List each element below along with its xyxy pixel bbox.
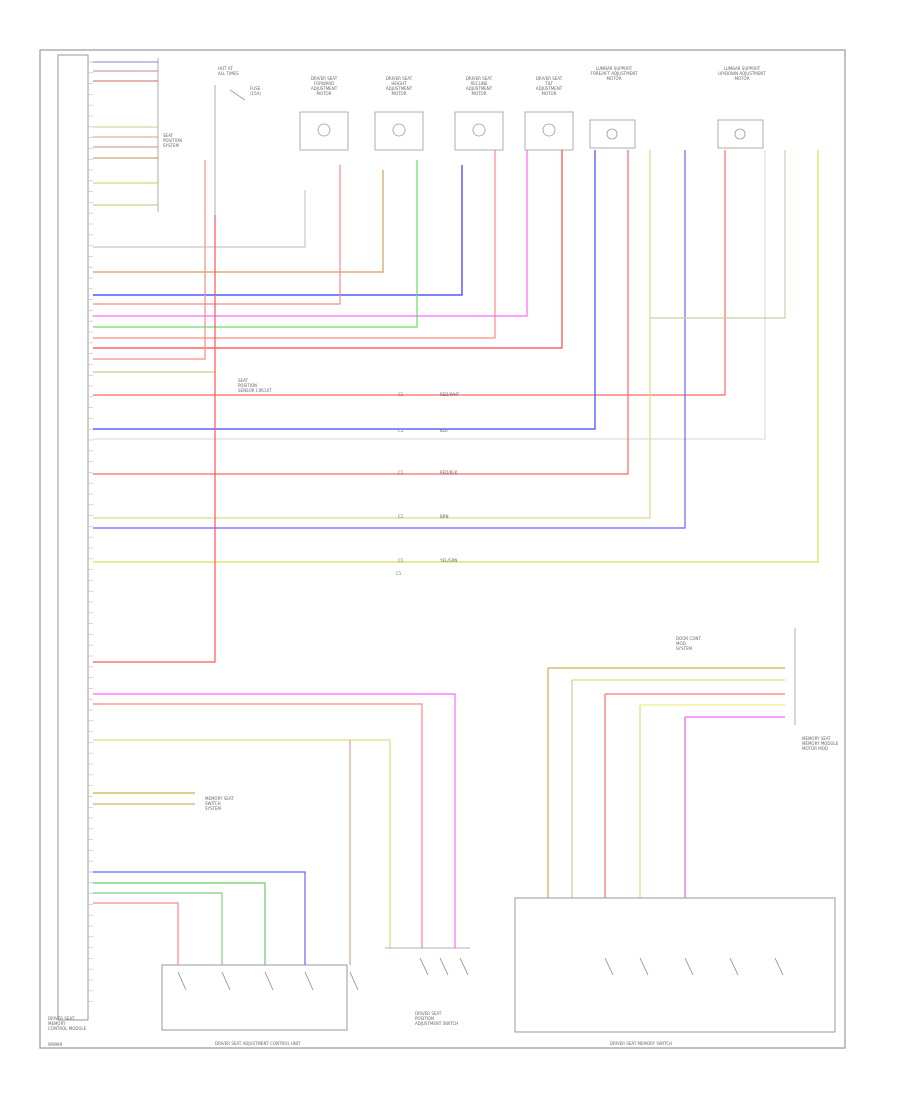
switch-contact [177, 971, 187, 991]
svg-text:C1: C1 [396, 571, 402, 576]
outer-frame [39, 49, 846, 1049]
svg-text:DOOR CONT.MOD.SYSTEM: DOOR CONT.MOD.SYSTEM [676, 636, 702, 651]
svg-text:FUSE(15A): FUSE(15A) [250, 86, 261, 96]
motor-box [589, 119, 636, 149]
switch-contact [729, 957, 739, 976]
svg-text:YEL/GRN: YEL/GRN [439, 558, 457, 563]
bottom-left-component: DRIVER SEAT ADJUSTMENT CONTROL UNIT [215, 1041, 301, 1046]
svg-text:C1: C1 [398, 428, 404, 433]
wire [93, 215, 216, 663]
switch-contact [264, 971, 274, 991]
switch-contact [439, 957, 449, 976]
wire [93, 165, 463, 296]
wire [93, 160, 206, 360]
bottom-right-component: DRIVER SEAT MEMORY SWITCH [610, 1041, 672, 1046]
svg-text:C1: C1 [398, 558, 404, 563]
motor-box [299, 111, 349, 151]
svg-text:BRN: BRN [440, 514, 449, 519]
footer-code: W9999 [48, 1042, 63, 1047]
bottom-left-control-unit: DRIVER SEAT ADJUSTMENT CONTROL UNIT [161, 964, 348, 1046]
wire [93, 150, 766, 440]
motor-symbol [734, 128, 746, 140]
motor-symbol [472, 123, 486, 137]
wire [93, 150, 563, 349]
svg-text:C1: C1 [398, 392, 404, 397]
svg-text:RED/WHT: RED/WHT [440, 392, 460, 397]
wire [93, 902, 179, 965]
harness [93, 150, 819, 991]
switch-contact [304, 971, 314, 991]
wire [93, 739, 391, 948]
wire [93, 150, 651, 519]
wire [93, 190, 306, 248]
wire [93, 150, 629, 475]
wire [93, 703, 423, 948]
wire [93, 693, 456, 948]
switch-contact [604, 957, 614, 976]
motor-symbol [317, 123, 331, 137]
wire [93, 165, 341, 305]
switch-contact [684, 957, 694, 976]
switch-contact [459, 957, 469, 976]
motor-box [454, 111, 504, 151]
motor-symbol [392, 123, 406, 137]
switch-contact [419, 957, 429, 976]
wire [93, 882, 266, 965]
wire [93, 150, 819, 563]
wire [93, 150, 596, 430]
motor-box [524, 111, 574, 151]
motor-box [717, 119, 764, 149]
motor-box [374, 111, 424, 151]
wire [650, 150, 786, 319]
wire [93, 871, 306, 965]
wire [93, 170, 384, 273]
bottom-right-switch: DRIVER SEAT MEMORY SWITCH [514, 897, 836, 1046]
wire [93, 150, 528, 317]
motor-symbol [606, 128, 618, 140]
switch-contact [221, 971, 231, 991]
motor-symbol [542, 123, 556, 137]
wire [93, 892, 223, 965]
svg-text:BLU: BLU [440, 428, 448, 433]
module-pins [88, 61, 93, 1002]
switch-contact [639, 957, 649, 976]
switch-contact [774, 957, 784, 976]
svg-text:C1: C1 [398, 470, 404, 475]
wire [93, 150, 726, 396]
wire [93, 160, 418, 328]
svg-text:C1: C1 [398, 514, 404, 519]
connector-labels: C1 C1 C1 C1 C1 RED/WHT BLU RED/BLK BRN Y… [396, 392, 460, 576]
svg-text:RED/BLK: RED/BLK [440, 470, 458, 475]
switch-contact [349, 971, 359, 991]
module-box [57, 54, 89, 1021]
wire [93, 150, 686, 529]
wire [93, 150, 496, 339]
